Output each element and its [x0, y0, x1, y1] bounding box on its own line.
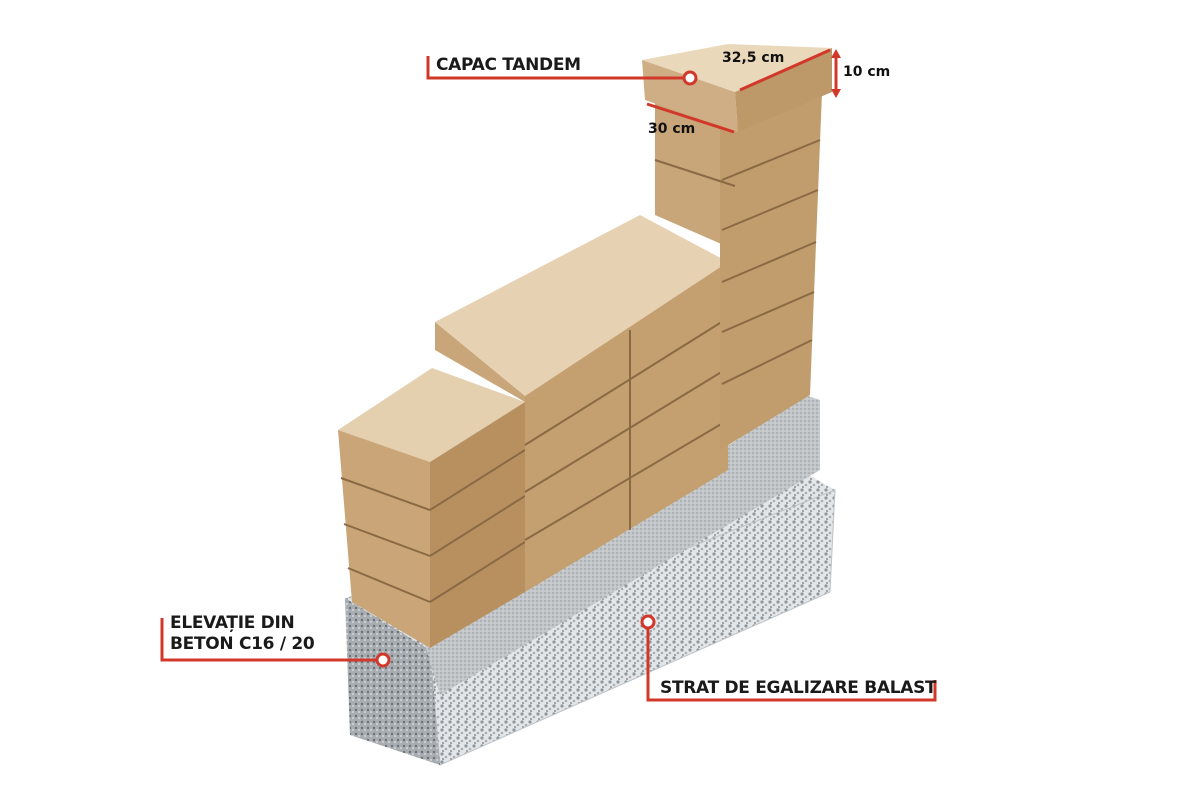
arrow-up-icon	[831, 49, 841, 58]
marker-dots	[375, 70, 698, 668]
pillar	[654, 92, 822, 450]
arrow-down-icon	[831, 89, 841, 98]
gravel-leader-line	[646, 622, 937, 702]
elevation-leader-line	[160, 618, 383, 662]
cap-leader-line	[426, 56, 690, 80]
width-dimension-line	[646, 102, 735, 134]
gravel-marker-icon	[640, 614, 656, 630]
width-dimension: 30 cm	[648, 121, 696, 137]
cap-label: CAPAC TANDEM	[436, 55, 581, 75]
cap-marker-icon	[682, 70, 698, 86]
annotation-lines	[160, 48, 937, 702]
block-wall-low	[338, 368, 526, 648]
length-dimension: 32,5 cm	[722, 50, 785, 66]
length-dimension-line	[739, 48, 831, 92]
height-dimension: 10 cm	[843, 64, 891, 80]
elevation-label-line1: ELEVAȚIE DIN	[170, 613, 295, 633]
block-wall-mid	[435, 215, 729, 592]
elevation-label-line2: BETON C16 / 20	[170, 634, 315, 654]
elevation-marker-icon	[375, 652, 391, 668]
gravel-label: STRAT DE EGALIZARE BALAST	[660, 678, 937, 698]
